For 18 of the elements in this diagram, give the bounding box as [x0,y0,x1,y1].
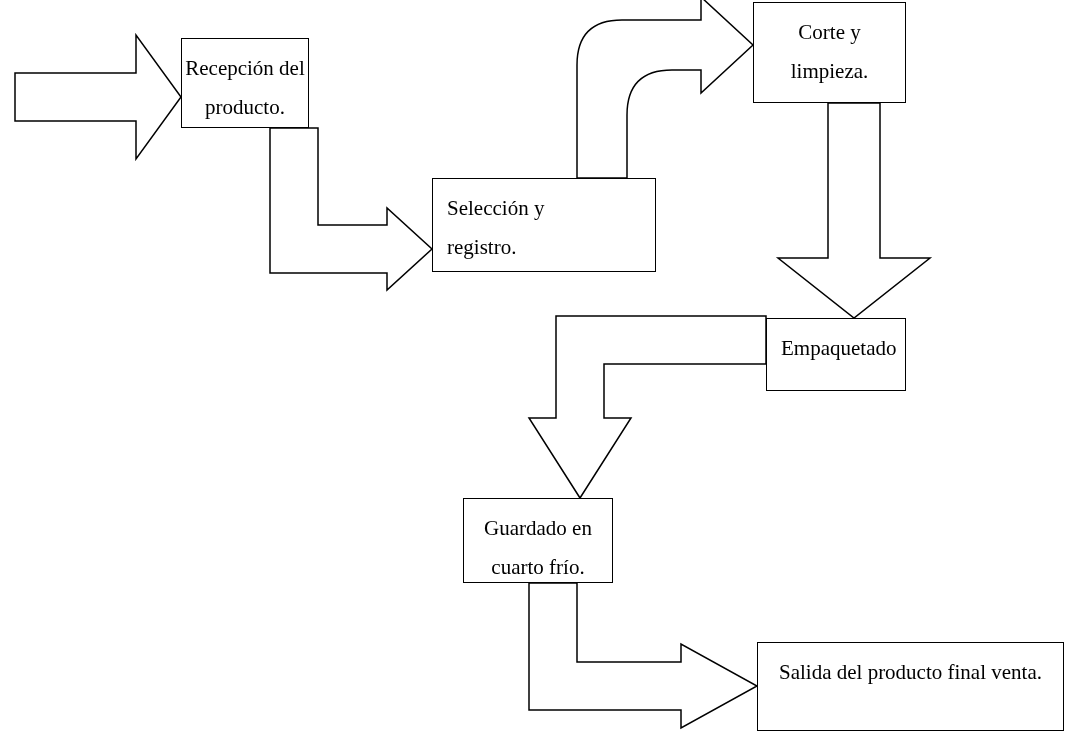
process-box [766,318,906,391]
block-arrow [775,102,933,319]
box-label: Selección y registro. [447,195,546,261]
box-label: Corte y limpieza. [789,19,870,85]
process-box [432,178,656,272]
box-label: Recepción del producto. [185,55,305,121]
block-arrow [528,582,759,730]
block-arrow [269,127,434,292]
process-box [753,2,906,103]
process-box [463,498,613,583]
process-box [181,38,309,128]
block-arrow [576,0,754,179]
block-arrow [527,315,767,500]
block-arrow [14,32,182,162]
box-label: Empaquetado [781,335,897,362]
process-box [757,642,1064,731]
box-label: Salida del producto final venta. [779,659,1042,686]
box-label: Guardado en cuarto frío. [483,515,593,581]
